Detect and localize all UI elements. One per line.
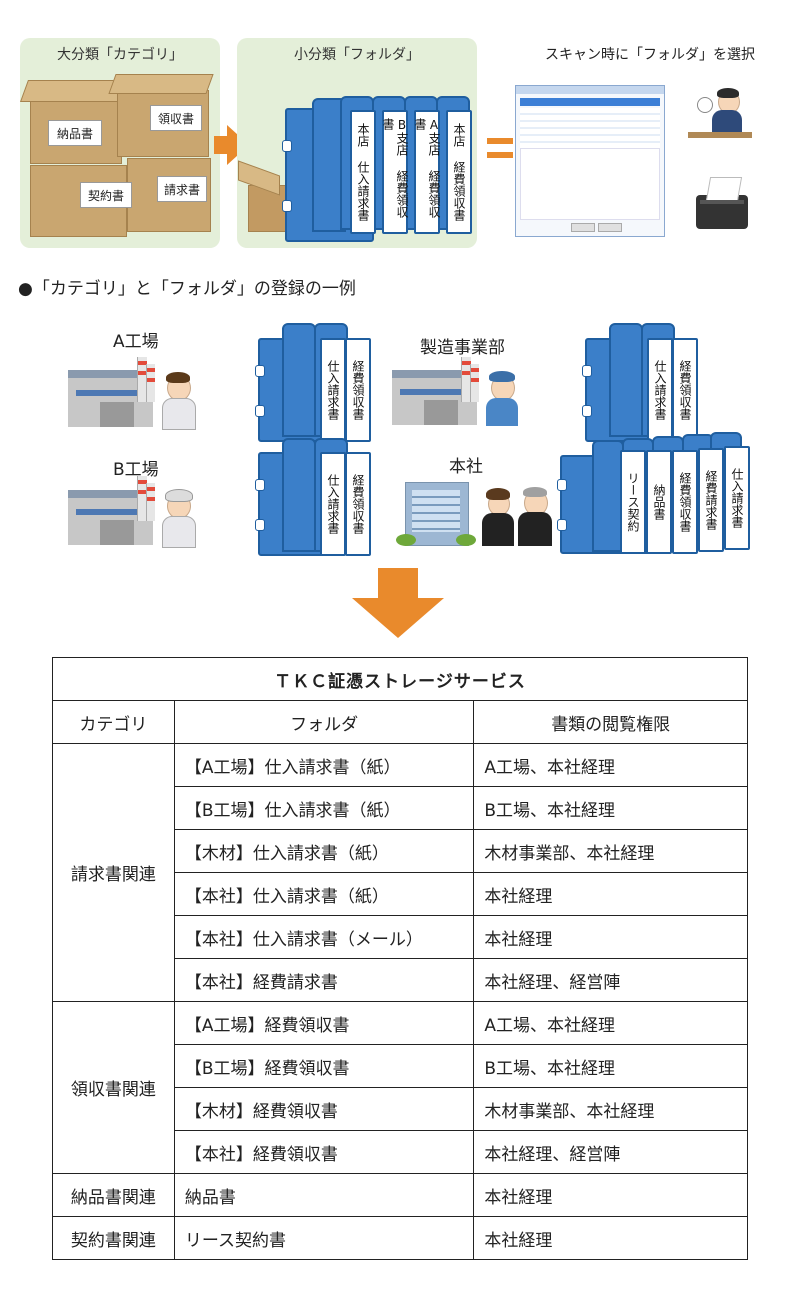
category-cell: 契約書関連 xyxy=(52,1216,175,1260)
scan-title: スキャン時に「フォルダ」を選択 xyxy=(545,47,755,63)
head-office-label: 本社 xyxy=(449,457,483,477)
folder-cell: 【本社】仕入請求書（メール） xyxy=(173,915,475,959)
binder-spine: 仕入請求書 xyxy=(326,474,340,534)
binder-spine: 経費領収書 xyxy=(678,472,692,532)
box-label-nouhinsho: 納品書 xyxy=(48,120,102,146)
table-row: 納品書関連 納品書 本社経理 xyxy=(52,1173,748,1217)
folder-title: 小分類「フォルダ」 xyxy=(294,47,420,63)
binder-spine: 本店 仕入請求書 xyxy=(356,123,370,221)
folder-cell: 【B工場】仕入請求書（紙） xyxy=(173,786,475,830)
box-label-seikyusho: 請求書 xyxy=(157,176,207,202)
box-label-ryoushusho: 領収書 xyxy=(150,105,202,131)
permission-cell: 本社経理 xyxy=(473,872,748,916)
folder-cell: 【A工場】経費領収書 xyxy=(173,1001,475,1045)
folder-cell: 【本社】経費請求書 xyxy=(173,958,475,1002)
equals-sign xyxy=(487,138,513,144)
binder-spine: 仕入請求書 xyxy=(730,468,744,528)
table-title: ＴＫＣ証憑ストレージサービス xyxy=(52,657,748,701)
folder-cell: 【A工場】仕入請求書（紙） xyxy=(173,743,475,787)
example-heading: ●「カテゴリ」と「フォルダ」の登録の一例 xyxy=(18,279,356,299)
table-row: 領収書関連 【A工場】経費領収書 A工場、本社経理 xyxy=(52,1001,748,1174)
binder-spine: 納品書 xyxy=(652,484,666,520)
binder-spine: 経費請求書 xyxy=(704,470,718,530)
folder-cell: 【木材】仕入請求書（紙） xyxy=(173,829,475,873)
permission-cell: 木材事業部、本社経理 xyxy=(473,829,748,873)
folder-cell: 【本社】経費領収書 xyxy=(173,1130,475,1174)
permission-cell: B工場、本社経理 xyxy=(473,1044,748,1088)
folder-select-dialog xyxy=(515,85,665,237)
header-permission: 書類の閲覧権限 xyxy=(473,700,748,744)
binder-spine: 経費領収書 xyxy=(351,360,365,420)
folder-permission-table: ＴＫＣ証憑ストレージサービス カテゴリ フォルダ 書類の閲覧権限 請求書関連 【… xyxy=(52,657,748,1260)
permission-cell: 本社経理 xyxy=(473,1173,748,1217)
folder-cell: 【本社】仕入請求書（紙） xyxy=(173,872,475,916)
binder-spine: 経費領収書 xyxy=(678,360,692,420)
table-row: 【木材】仕入請求書（紙） 木材事業部、本社経理 xyxy=(53,829,748,873)
header-folder: フォルダ xyxy=(173,700,475,744)
permission-cell: B工場、本社経理 xyxy=(473,786,748,830)
permission-cell: A工場、本社経理 xyxy=(473,1001,748,1045)
table-row: 【本社】仕入請求書（メール） 本社経理 xyxy=(53,915,748,959)
folder-cell: 納品書 xyxy=(173,1173,475,1217)
table-row: 【本社】経費請求書 本社経理、経営陣 xyxy=(53,958,748,1002)
binder-spine: リース契約 xyxy=(626,472,640,532)
binder-spine: 仕入請求書 xyxy=(653,360,667,420)
binder-spine: B支店 経費領収書 xyxy=(381,118,409,218)
folder-cell: 【木材】経費領収書 xyxy=(173,1087,475,1131)
flow-arrow xyxy=(214,136,228,154)
category-cell: 請求書関連 xyxy=(52,743,175,1002)
binder-spine: A支店 経費領収書 xyxy=(413,118,441,218)
box-label-keiyakusho: 契約書 xyxy=(80,182,132,208)
category-cell: 領収書関連 xyxy=(52,1001,175,1174)
header-category: カテゴリ xyxy=(52,700,175,744)
binder-spine: 経費領収書 xyxy=(351,474,365,534)
down-arrow-icon xyxy=(352,568,444,638)
permission-cell: 本社経理、経営陣 xyxy=(473,1130,748,1174)
b-factory-label: B工場 xyxy=(113,460,159,480)
category-cell: 納品書関連 xyxy=(52,1173,175,1217)
a-factory-label: A工場 xyxy=(113,332,159,352)
permission-cell: 木材事業部、本社経理 xyxy=(473,1087,748,1131)
permission-cell: 本社経理、経営陣 xyxy=(473,958,748,1002)
table-row: 【B工場】仕入請求書（紙） B工場、本社経理 xyxy=(53,786,748,830)
manufacturing-label: 製造事業部 xyxy=(420,338,505,358)
permission-cell: A工場、本社経理 xyxy=(473,743,748,787)
binder-spine: 仕入請求書 xyxy=(326,360,340,420)
category-title: 大分類「カテゴリ」 xyxy=(57,47,183,63)
folder-cell: リース契約書 xyxy=(173,1216,475,1260)
table-row: 【木材】経費領収書 木材事業部、本社経理 xyxy=(53,1087,748,1131)
equals-sign-bottom xyxy=(487,152,513,158)
table-row: 請求書関連 【A工場】仕入請求書（紙） A工場、本社経理 xyxy=(52,743,748,1002)
folder-cell: 【B工場】経費領収書 xyxy=(173,1044,475,1088)
table-row: 契約書関連 リース契約書 本社経理 xyxy=(52,1216,748,1260)
permission-cell: 本社経理 xyxy=(473,1216,748,1260)
table-row: 【本社】経費領収書 本社経理、経営陣 xyxy=(53,1130,748,1174)
permission-cell: 本社経理 xyxy=(473,915,748,959)
binder-spine: 本店 経費領収書 xyxy=(452,123,466,221)
